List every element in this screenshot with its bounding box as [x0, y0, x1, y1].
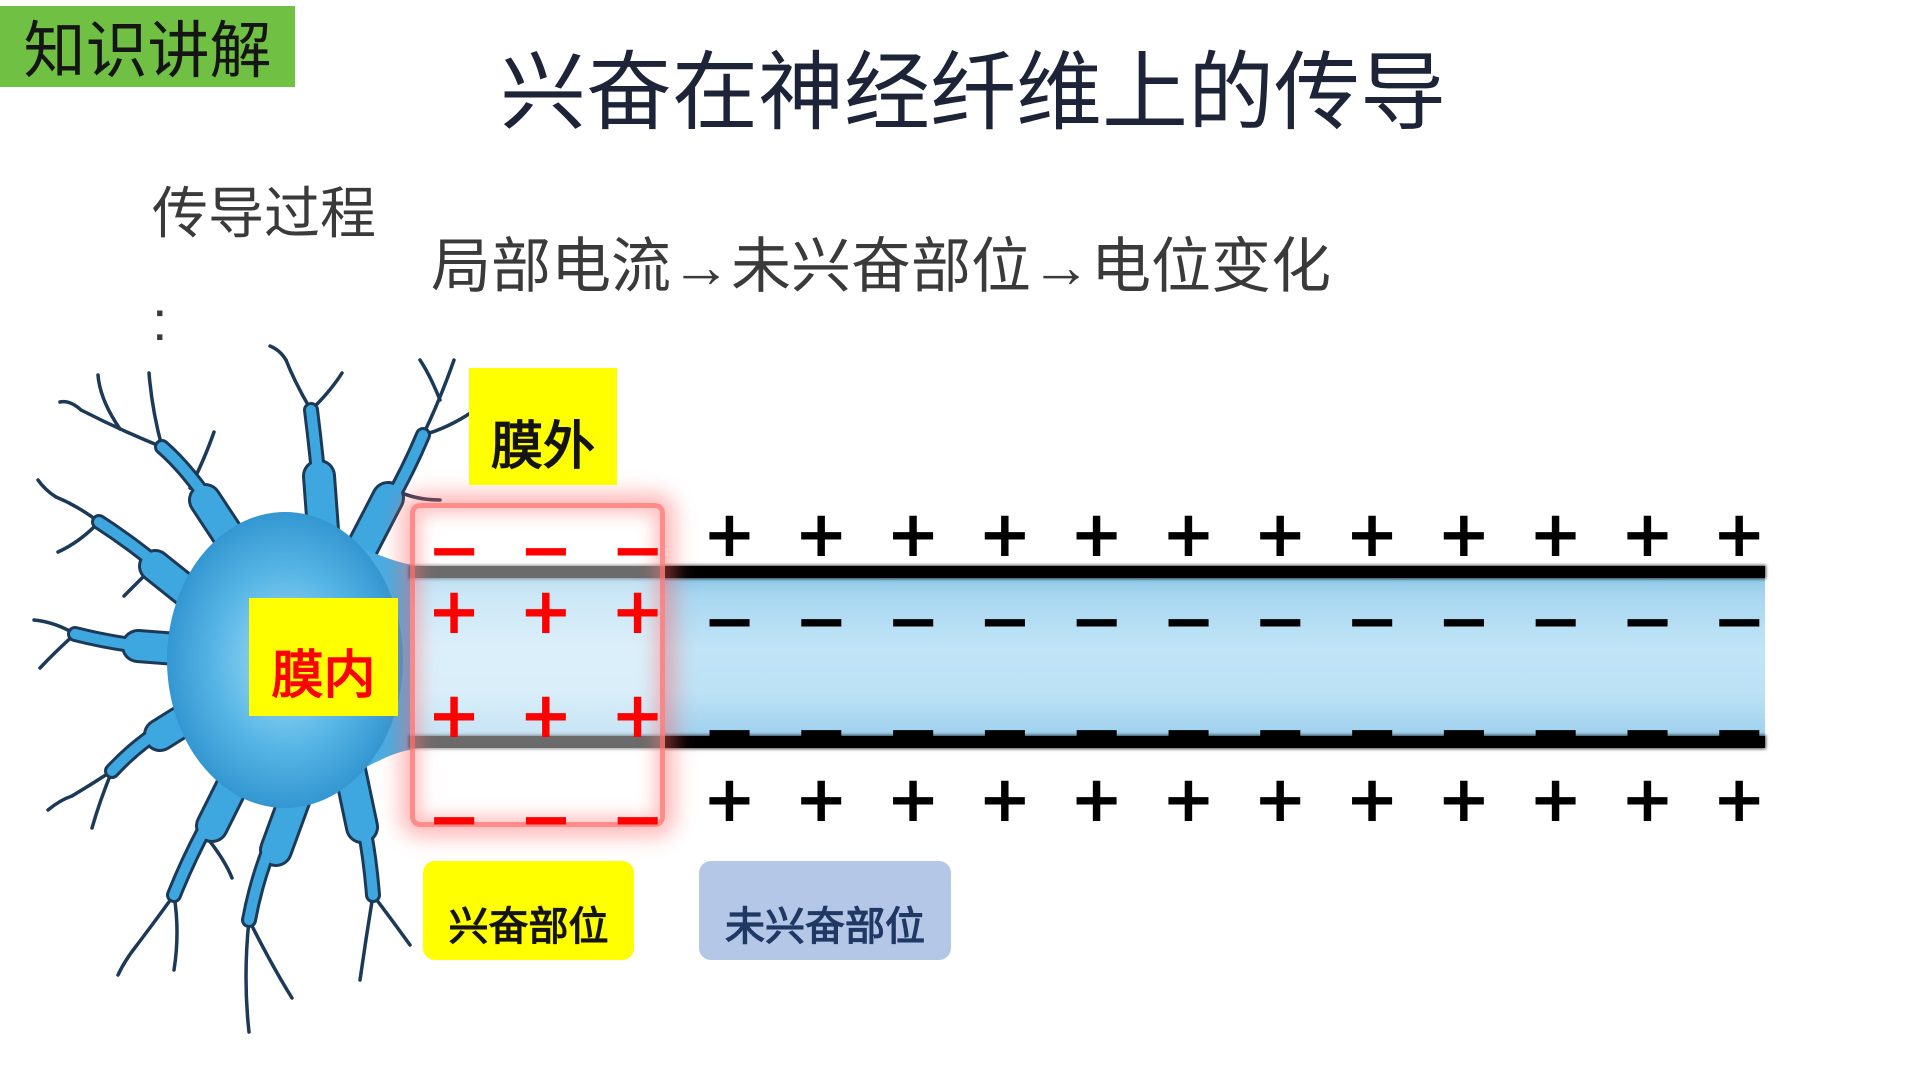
dendrite-branch	[284, 358, 313, 412]
inside-membrane-label: 膜内	[249, 598, 398, 716]
resting-outer-charge-top: +	[702, 498, 757, 572]
dendrite-trunk	[355, 430, 428, 557]
dendrite-branch	[247, 918, 294, 1000]
dendrite-branch	[90, 769, 114, 830]
resting-outer-charge-top: +	[1345, 498, 1399, 572]
resting-outer-charge-bottom: +	[1528, 763, 1583, 837]
axoplasm	[410, 578, 1765, 736]
axon	[410, 566, 1765, 748]
resting-outer-charge-bottom: +	[1345, 763, 1399, 837]
resting-outer-charge-bottom: +	[1253, 763, 1307, 837]
resting-outer-charge-top: +	[1069, 498, 1124, 572]
slide-title: 兴奋在神经纤维上的传导	[500, 45, 1446, 141]
resting-outer-charge-bottom: +	[1620, 763, 1675, 837]
dendrite-branch	[58, 399, 83, 412]
dendrite-branch	[172, 893, 179, 972]
excited-region-highlight	[410, 503, 665, 827]
dendrite-branch	[244, 918, 251, 1034]
resting-outer-charge-top: +	[794, 498, 848, 572]
dendrite-trunk	[345, 765, 378, 900]
dendrite-branch	[46, 794, 74, 812]
membrane-bottom-line	[410, 736, 1765, 748]
membrane-top-line	[410, 566, 1765, 578]
dendrite-branch	[268, 344, 288, 362]
resting-outer-charge-top: +	[1436, 498, 1491, 572]
resting-outer-charge-bottom: +	[1069, 763, 1124, 837]
dendrite-branch	[147, 371, 164, 449]
dendrite-trunk	[306, 405, 328, 535]
resting-outer-charge-top: +	[1528, 498, 1583, 572]
resting-outer-charge-top: +	[1712, 498, 1766, 572]
excited-region-label: 兴奋部位	[423, 861, 634, 960]
resting-outer-charge-bottom: +	[1712, 763, 1766, 837]
dendrite-branch	[135, 893, 176, 947]
dendrite-branch	[96, 373, 122, 431]
resting-outer-charge-top: +	[886, 498, 940, 572]
knowledge-tag: 知识讲解	[0, 6, 295, 87]
resting-outer-charge-top: +	[977, 498, 1032, 572]
resting-outer-charge-bottom: +	[794, 763, 848, 837]
resting-outer-charge-top: +	[1161, 498, 1216, 572]
dendrite-branch	[116, 943, 139, 977]
dendrite-branch	[418, 358, 442, 402]
resting-outer-charge-bottom: +	[702, 763, 757, 837]
outside-membrane-label: 膜外	[469, 368, 617, 485]
resting-region-label: 未兴奋部位	[699, 861, 951, 960]
resting-outer-charge-bottom: +	[886, 763, 940, 837]
dendrite-branch	[36, 478, 58, 499]
resting-outer-charge-top: +	[1253, 498, 1307, 572]
dendrite-branch	[371, 893, 412, 947]
process-description: 局部电流→未兴奋部位→电位变化	[431, 233, 1331, 300]
resting-outer-charge-top: +	[1620, 498, 1675, 572]
dendrite-branch	[358, 893, 375, 982]
resting-outer-charge-bottom: +	[1436, 763, 1491, 837]
resting-outer-charge-bottom: +	[1161, 763, 1216, 837]
process-label: 传导过程 :	[152, 182, 376, 352]
resting-outer-charge-bottom: +	[977, 763, 1032, 837]
